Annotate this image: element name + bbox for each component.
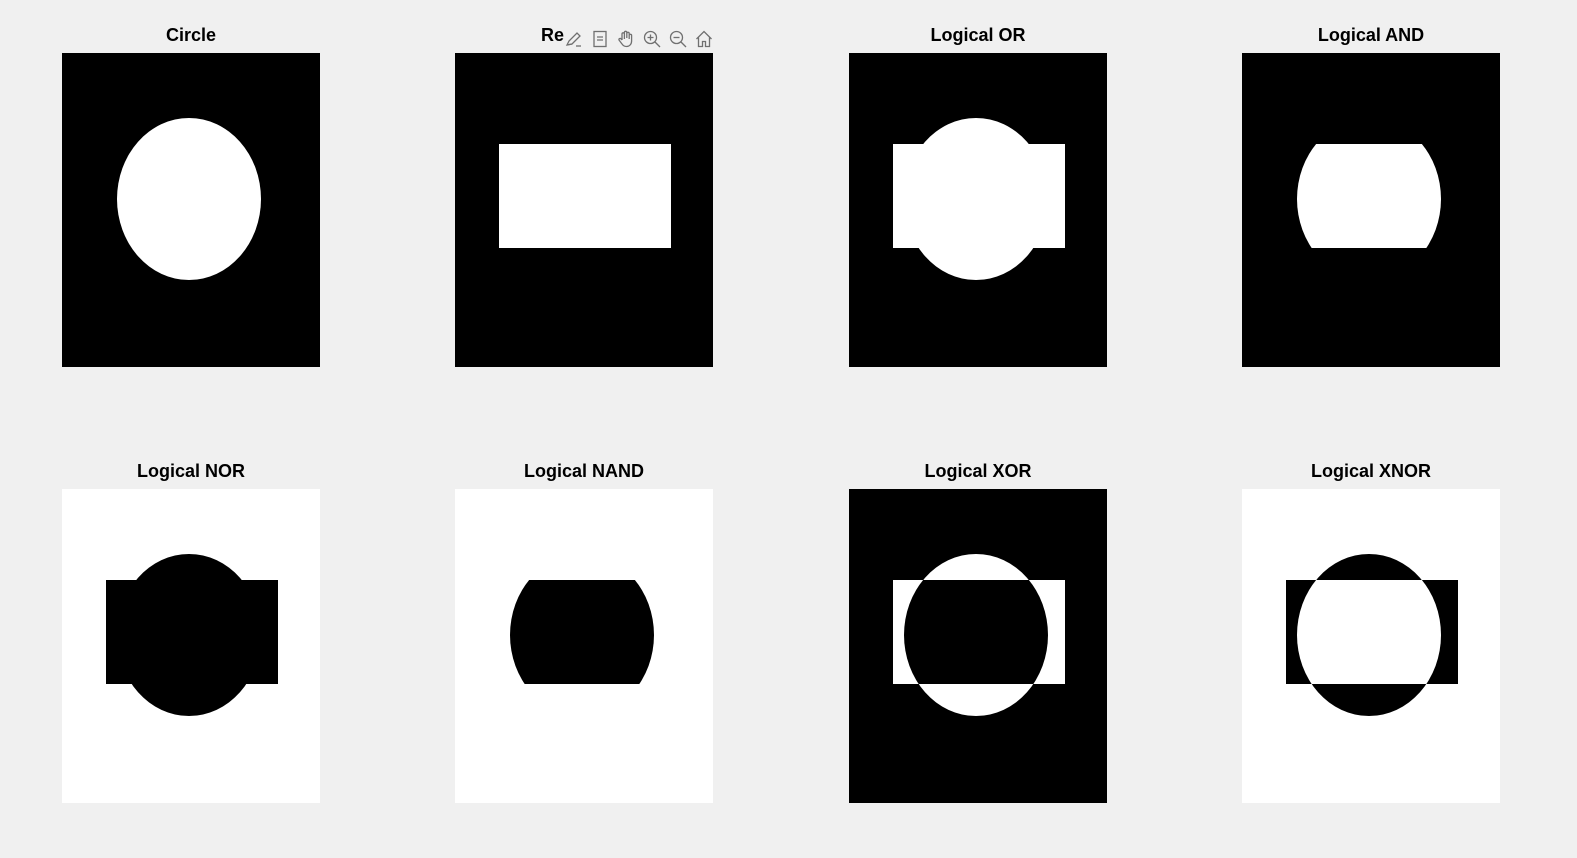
subplot-title: Logical OR [930,25,1026,45]
zoom-in-icon [643,30,661,48]
intersection-shape [1297,144,1441,248]
union-circle-part [117,554,261,716]
union-circle-part [904,118,1048,280]
subplot-title: Re [455,25,713,53]
brush-button[interactable] [563,28,585,50]
data-tip-button[interactable] [589,28,611,50]
pan-button[interactable] [615,28,637,50]
zoom-in-button[interactable] [641,28,663,50]
image-axes[interactable] [62,53,320,367]
xor-overlap-region [1297,580,1441,684]
zoom-out-button[interactable] [667,28,689,50]
pan-hand-icon [618,30,633,48]
zoom-out-icon [669,30,687,48]
circle-shape [117,118,261,280]
subplot-title: Logical XOR [924,461,1032,481]
image-axes[interactable] [455,53,713,367]
subplot-title: Logical AND [1317,25,1425,45]
subplot-title-text: Re [541,25,565,45]
home-icon [696,30,712,48]
subplot-title: Logical NAND [523,461,644,481]
axes-toolbar [563,27,715,51]
restore-view-button[interactable] [693,28,715,50]
image-axes[interactable] [1242,489,1500,803]
intersection-shape [510,580,654,684]
image-axes[interactable] [1242,53,1500,367]
image-axes[interactable] [62,489,320,803]
data-tip-icon [593,30,607,48]
subplot-title: Circle [165,25,217,45]
image-axes[interactable] [849,489,1107,803]
brush-icon [565,32,581,47]
image-axes[interactable] [455,489,713,803]
image-axes[interactable] [849,53,1107,367]
xor-overlap-region [904,580,1048,684]
rectangle-shape [499,144,671,248]
subplot-title: Logical NOR [136,461,245,481]
subplot-title: Logical XNOR [1310,461,1431,481]
